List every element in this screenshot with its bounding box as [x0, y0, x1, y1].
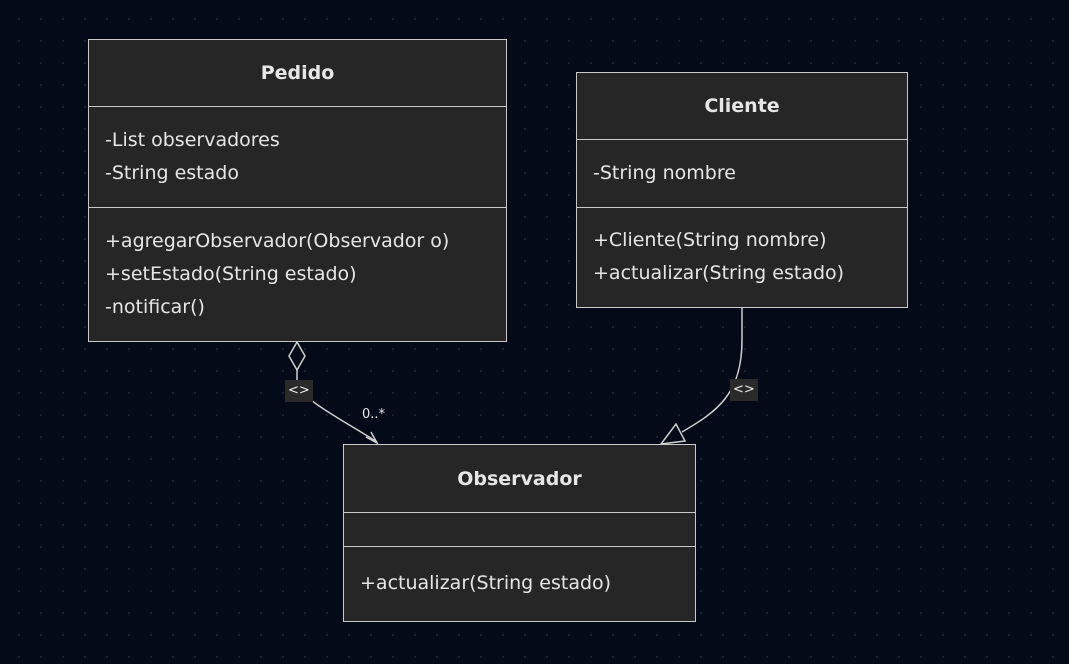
aggregation-diamond [288, 340, 306, 372]
class-pedido-attributes: -List observadores -String estado [89, 107, 506, 208]
attribute: -String nombre [593, 162, 736, 184]
method: -notificar() [105, 295, 205, 318]
realization-arrowhead [659, 422, 687, 445]
aggregation-label: <> [285, 380, 313, 402]
class-pedido-methods: +agregarObservador(Observador o) +setEst… [89, 208, 506, 340]
attribute: -String estado [105, 162, 239, 184]
realization-line [681, 308, 743, 433]
class-pedido-name: Pedido [89, 40, 506, 107]
attribute: -List observadores [105, 129, 280, 151]
class-cliente-attributes: -String nombre [577, 140, 907, 208]
class-cliente[interactable]: Cliente -String nombre +Cliente(String n… [576, 72, 908, 308]
aggregation-multiplicity: 0..* [362, 407, 386, 422]
class-observador-attributes [344, 513, 695, 547]
class-observador-name: Observador [344, 445, 695, 513]
method: +setEstado(String estado) [105, 262, 357, 285]
class-observador[interactable]: Observador +actualizar(String estado) [343, 444, 696, 622]
class-cliente-methods: +Cliente(String nombre) +actualizar(Stri… [577, 208, 907, 306]
method: +agregarObservador(Observador o) [105, 229, 450, 252]
aggregation-arrowhead [365, 431, 379, 445]
method: +Cliente(String nombre) [593, 229, 827, 251]
class-observador-methods: +actualizar(String estado) [344, 547, 695, 620]
method: +actualizar(String estado) [360, 572, 612, 594]
class-cliente-name: Cliente [577, 73, 907, 140]
realization-label: <> [730, 379, 758, 401]
method: +actualizar(String estado) [593, 262, 845, 284]
class-pedido[interactable]: Pedido -List observadores -String estado… [88, 39, 507, 342]
